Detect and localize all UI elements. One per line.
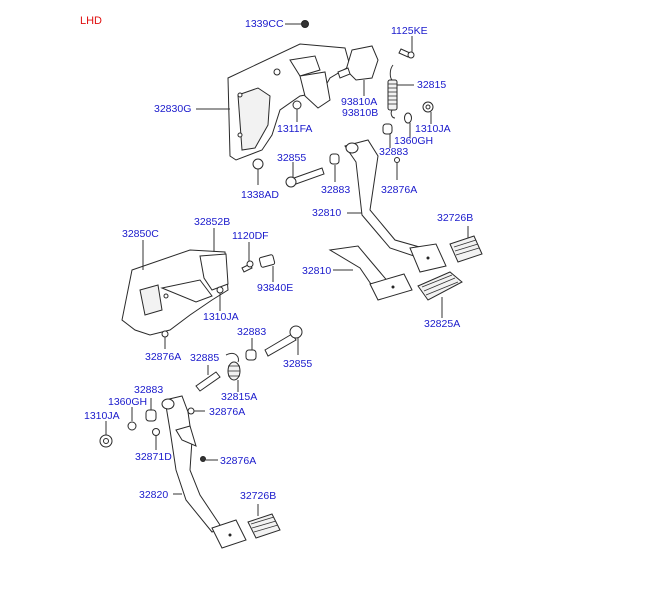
part-label-32852b[interactable]: 32852B [194,216,231,228]
spring-32815a-drawing [225,352,241,381]
part-label-1339cc[interactable]: 1339CC [245,18,284,30]
part-label-32883-lower-left[interactable]: 32883 [134,384,164,396]
part-label-93840e[interactable]: 93840E [257,282,294,294]
part-label-1338ad[interactable]: 1338AD [241,189,279,201]
bushing-32883-lower-right-icon [245,349,257,361]
part-label-32883-lower-right[interactable]: 32883 [237,326,267,338]
brake-pedal-arm-32810-alt-drawing [328,245,413,301]
part-label-1120df[interactable]: 1120DF [232,230,269,242]
stopper-32876a-bracket-icon [161,330,169,338]
pedal-pad-32726b-lower-drawing [247,513,281,539]
part-label-1311fa[interactable]: 1311FA [277,123,313,135]
stop-lamp-switch-drawing [337,45,379,81]
part-label-32883-upper[interactable]: 32883 [379,146,409,158]
part-label-32876a-upper[interactable]: 32876A [381,184,418,196]
part-label-32883-left[interactable]: 32883 [321,184,351,196]
part-label-32876a-lower-b[interactable]: 32876A [220,455,257,467]
part-label-32871d[interactable]: 32871D [135,451,172,463]
brake-pedal-arm-32810-drawing [344,139,447,273]
pivot-bolt-32855-lower-drawing [264,325,303,357]
pin-32885-icon [195,371,221,392]
part-label-32815a[interactable]: 32815A [221,391,258,403]
part-label-32855-upper[interactable]: 32855 [277,152,307,164]
variant-label-lhd: LHD [80,15,103,27]
bushing-32883-upper-icon [382,123,393,135]
part-label-32876a-bracket[interactable]: 32876A [145,351,182,363]
part-label-1310ja-bracket[interactable]: 1310JA [203,311,239,323]
stopper-32876a-lower-b-icon [200,456,206,462]
bushing-32871d-icon [152,428,160,436]
return-spring-32815-drawing [387,64,398,119]
washer-1360gh-lower-icon [127,421,137,431]
bushing-32883-lower-left-icon [145,409,157,422]
bolt-1120df-icon [241,260,254,273]
nut-1311fa-icon [292,100,302,110]
nut-1339cc-icon [301,20,309,28]
stopper-32876a-upper-icon [394,157,400,163]
switch-93840e-icon [258,254,276,268]
part-label-32726b-lower[interactable]: 32726B [240,490,277,502]
part-label-1360gh-lower[interactable]: 1360GH [108,396,148,408]
nut-1310ja-upper-icon [422,101,434,113]
part-label-93810b[interactable]: 93810B [342,107,379,119]
part-label-32855-lower[interactable]: 32855 [283,358,313,370]
pedal-pad-32825a-drawing [417,271,463,301]
part-label-32810-lower[interactable]: 32810 [302,265,332,277]
pivot-bolt-32855-upper-drawing [285,167,325,188]
washer-1360gh-upper-icon [404,112,412,124]
part-label-32810-upper[interactable]: 32810 [312,207,342,219]
part-label-1360gh-upper[interactable]: 1360GH [394,135,434,147]
part-label-32815[interactable]: 32815 [417,79,447,91]
part-label-32726b-upper[interactable]: 32726B [437,212,474,224]
part-label-1310ja-upper[interactable]: 1310JA [415,123,451,135]
nut-1310ja-bracket-icon [216,286,224,294]
part-label-1310ja-lower[interactable]: 1310JA [84,410,120,422]
brake-pedal-bracket-drawing [227,43,351,161]
part-label-32850c[interactable]: 32850C [122,228,159,240]
part-label-32876a-lower-a[interactable]: 32876A [209,406,246,418]
bushing-32883-left-icon [329,153,340,165]
part-label-1125ke[interactable]: 1125KE [391,25,428,37]
clutch-pedal-arm-32820-drawing [161,395,247,549]
part-label-32825a[interactable]: 32825A [424,318,461,330]
part-label-32830g[interactable]: 32830G [154,103,192,115]
part-label-32820[interactable]: 32820 [139,489,169,501]
pedal-pad-32726b-upper-drawing [449,235,483,263]
part-label-93810a[interactable]: 93810A [341,96,378,108]
stopper-32876a-lower-a-icon [187,407,195,415]
part-label-32885[interactable]: 32885 [190,352,220,364]
nut-1310ja-lower-icon [99,434,113,448]
nut-1338ad-icon [252,158,264,170]
bolt-1125ke-icon [398,48,415,59]
